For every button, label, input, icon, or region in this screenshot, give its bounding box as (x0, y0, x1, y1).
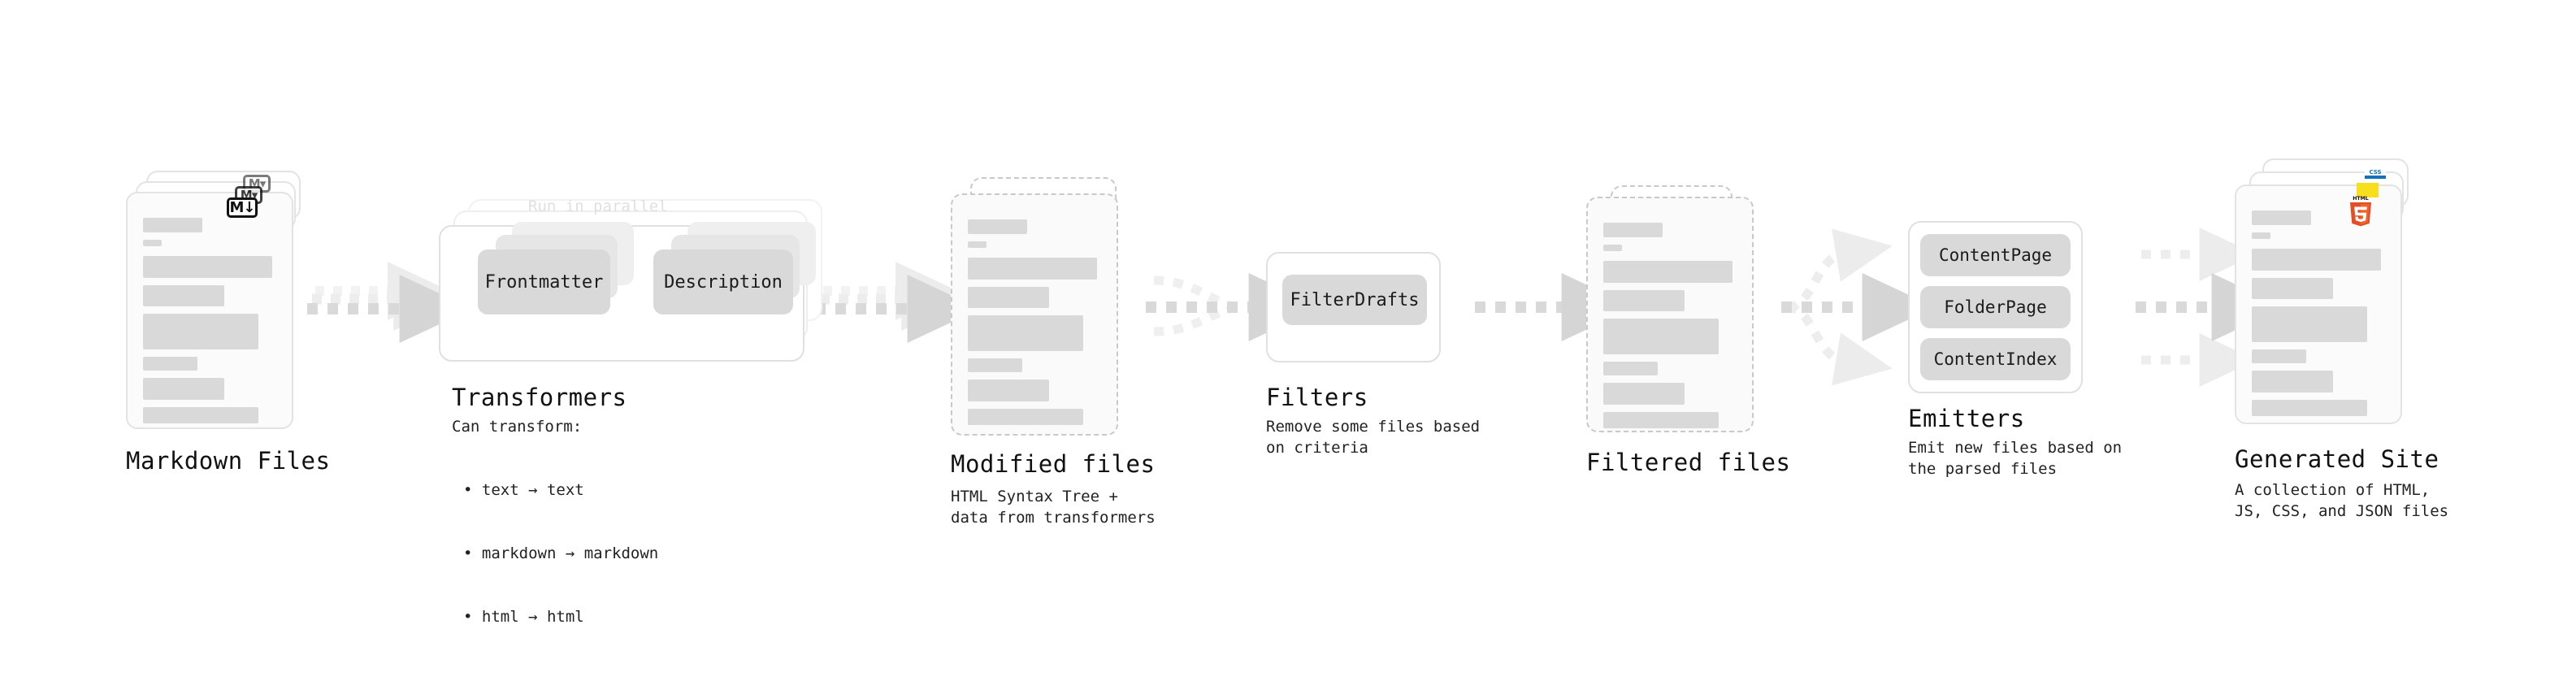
modified-files-stack (951, 177, 1146, 437)
file-card-front (1586, 197, 1754, 432)
connector-emitters-to-generated (2136, 228, 2285, 387)
stage-title-emitters: Emitters (1908, 405, 2025, 432)
bar-subheading (143, 240, 163, 246)
bar-line (143, 256, 272, 278)
js-icon (2357, 183, 2379, 197)
transformer-pill-frontmatter[interactable]: Frontmatter (478, 249, 610, 314)
stage-title-filtered-files: Filtered files (1586, 449, 1791, 476)
run-in-parallel-label: Run in parallel (528, 197, 668, 215)
stage-title-filters: Filters (1266, 384, 1368, 411)
stage-subtitle-filters: Remove some files based on criteria (1266, 418, 1481, 457)
bullet-item: • text → text (463, 481, 584, 499)
transformers-group: Frontmatter Description (439, 199, 829, 362)
file-content-placeholder (143, 218, 279, 431)
bar-line (1603, 412, 1719, 428)
emitter-pill-contentpage[interactable]: ContentPage (1920, 234, 2071, 276)
stage-subtitle-transformers: Can transform: (452, 418, 583, 436)
bar-line (2252, 278, 2334, 299)
bar-subheading (2252, 232, 2271, 239)
connector-modified-to-filters (1146, 273, 1322, 341)
bar-subheading (1603, 245, 1623, 251)
stage-subtitle-generated-site: A collection of HTML, JS, CSS, and JSON … (2235, 481, 2449, 520)
bar-line (143, 285, 225, 306)
file-content-placeholder (1603, 223, 1739, 436)
generated-site-stack: CSS HTML (2235, 158, 2438, 427)
bar-line (968, 315, 1083, 351)
emitter-pill-folderpage[interactable]: FolderPage (1920, 286, 2071, 328)
file-content-placeholder (2252, 210, 2387, 423)
bar-line (143, 314, 258, 349)
bar-subheading (968, 241, 987, 248)
bar-line (1603, 261, 1733, 283)
stage-subtitle-emitters: Emit new files based on the parsed files (1908, 439, 2123, 478)
bar-heading (143, 218, 203, 232)
file-content-placeholder (968, 219, 1104, 432)
bullet-item: • html → html (463, 608, 584, 626)
emitters-group: ContentPage FolderPage ContentIndex (1908, 221, 2095, 393)
css-icon-label: CSS (2365, 170, 2386, 176)
bar-line (143, 357, 197, 371)
stage-title-generated-site: Generated Site (2235, 445, 2439, 473)
filters-group: FilterDrafts (1266, 252, 1445, 366)
bar-line (1603, 362, 1658, 375)
bar-heading (1603, 223, 1663, 237)
css-icon-bar (2365, 176, 2386, 179)
bullet-item: • markdown → markdown (463, 544, 659, 562)
bar-line (2252, 400, 2367, 416)
file-card-front (951, 193, 1118, 436)
transformers-bullet-list: • text → text • markdown → markdown • ht… (463, 437, 658, 670)
stage-title-markdown-files: Markdown Files (126, 447, 331, 475)
bar-heading (968, 219, 1028, 234)
filtered-files-stack (1586, 185, 1781, 445)
bar-line (1603, 383, 1685, 405)
bar-line (968, 258, 1097, 280)
css-icon: CSS (2365, 170, 2386, 179)
stage-subtitle-modified-files: HTML Syntax Tree + data from transformer… (951, 488, 1156, 527)
bar-line (968, 409, 1083, 425)
transformer-pill-description[interactable]: Description (653, 249, 793, 314)
html5-icon-svg: HTML (2350, 196, 2371, 227)
connector-markdown-to-transformers (307, 262, 473, 343)
file-card-front (2235, 184, 2402, 424)
bar-line (2252, 371, 2334, 393)
bar-line (2252, 306, 2367, 342)
stage-title-modified-files: Modified files (951, 450, 1156, 478)
bar-line (143, 407, 258, 423)
bar-line (1603, 290, 1685, 311)
stage-title-transformers: Transformers (452, 384, 627, 411)
bar-heading (2252, 210, 2312, 225)
bar-line (2252, 349, 2306, 363)
bar-line (1603, 319, 1719, 354)
filter-pill-filterdrafts[interactable]: FilterDrafts (1282, 275, 1427, 325)
bar-line (968, 287, 1050, 308)
markdown-icon: M↓ (227, 197, 258, 218)
emitter-pill-contentindex[interactable]: ContentIndex (1920, 338, 2071, 380)
svg-text:HTML: HTML (2353, 196, 2369, 202)
bar-line (2252, 249, 2381, 271)
bar-line (968, 358, 1022, 372)
connector-filtered-to-emitters (1781, 228, 1936, 386)
bar-line (968, 380, 1050, 401)
bar-line (143, 378, 225, 400)
markdown-files-stack: M▾ M▾ M↓ (126, 171, 321, 431)
connector-transformers-to-modified (815, 262, 981, 343)
html5-icon: HTML (2347, 194, 2374, 227)
file-card-front (126, 192, 293, 429)
